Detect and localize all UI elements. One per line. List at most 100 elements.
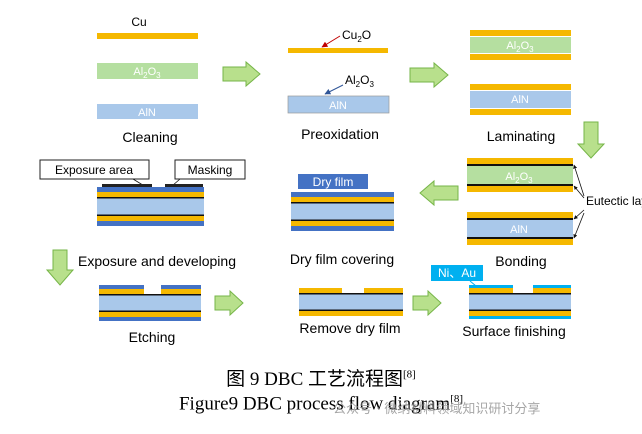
copper-pad: [161, 289, 201, 294]
al2o3-annot: Al2O3: [345, 73, 374, 89]
eutectic-layer-label: Eutectic layer: [586, 194, 642, 208]
step-preoxidation: Cu2O Al2O3 AlN Preoxidation: [287, 28, 390, 142]
al2o3-label: Al2O3: [506, 40, 534, 54]
flow-arrow-down: [45, 249, 75, 286]
step-exposure-stack: Exposure area Masking: [39, 159, 246, 226]
eutectic-line: [469, 309, 571, 311]
eutectic-line: [467, 164, 573, 166]
aln-layer: [470, 91, 571, 108]
step-label-remove-dry-film: Remove dry film: [299, 320, 400, 336]
ni-au-label: Ni、Au: [438, 266, 476, 280]
alumina-sheet: [97, 63, 198, 79]
eutectic-pointer: [573, 209, 585, 220]
eutectic-pointer: [573, 212, 585, 239]
eutectic-line: [467, 237, 573, 239]
al2o3-label: Al2O3: [505, 171, 533, 185]
alumina-layer: [467, 166, 573, 184]
ceramic-layer: [291, 203, 394, 220]
caption-cn-text: 图 9 DBC 工艺流程图: [226, 369, 403, 390]
flow-arrow: [409, 61, 449, 89]
copper-top: [470, 30, 571, 36]
cu2o-pointer: [321, 35, 341, 48]
step-bonding: Al2O3 AlN Eutectic layer Bonding: [467, 158, 642, 269]
plating-segment: [469, 285, 513, 288]
flow-arrow-down: [576, 121, 606, 159]
step-label-bonding: Bonding: [495, 253, 546, 269]
ceramic-layer: [469, 294, 571, 310]
eutectic-line: [467, 218, 573, 220]
step-label-preoxidation: Preoxidation: [301, 126, 379, 142]
copper-bottom: [469, 311, 571, 316]
plating-segment: [533, 285, 571, 288]
al2o3-pointer: [324, 84, 344, 95]
step-label-cleaning: Cleaning: [122, 129, 177, 145]
flow-arrow: [222, 60, 261, 88]
caption-en-text: Figure9 DBC process flow diagram: [178, 393, 451, 415]
mask-segment: [102, 184, 152, 187]
step-dry-film-covering: Dry film Dry film covering: [290, 174, 394, 267]
step-label-exposure-developing: Exposure and developing: [78, 253, 236, 269]
dry-film-top: [97, 187, 204, 192]
eutectic-line: [99, 310, 201, 312]
masking-box: [174, 159, 246, 180]
copper-bottom: [291, 221, 394, 226]
copper-top: [97, 192, 204, 197]
dry-film-segment: [161, 285, 201, 289]
watermark: 公众号 · 微纳材料领域知识研讨分享: [333, 402, 541, 417]
dry-film-bottom: [97, 221, 204, 226]
copper-pad: [364, 288, 403, 293]
copper-bottom: [467, 239, 573, 245]
aln-label: AlN: [511, 94, 529, 106]
copper-bottom: [97, 216, 204, 221]
dry-film-bottom: [291, 226, 394, 231]
exposure-area-label: Exposure area: [55, 163, 133, 177]
step-label-dry-film-covering: Dry film covering: [290, 251, 394, 267]
step-label-surface-finishing: Surface finishing: [462, 323, 566, 339]
exposure-area-box: [39, 159, 150, 180]
eutectic-line: [299, 309, 403, 311]
step-laminating: Al2O3 AlN Laminating: [470, 30, 571, 144]
eutectic-line: [467, 184, 573, 186]
alumina-layer: [470, 37, 571, 53]
step-etching: Etching: [99, 285, 201, 345]
copper-top: [470, 84, 571, 90]
step-cleaning: Cu Al2O3 AlN Cleaning: [97, 15, 198, 145]
copper-pad: [299, 288, 342, 293]
copper-pad: [533, 288, 571, 293]
cu-label: Cu: [131, 15, 146, 29]
eutectic-line: [99, 294, 201, 296]
copper-bottom: [99, 312, 201, 317]
copper-bottom: [467, 186, 573, 192]
copper-bottom: [470, 54, 571, 60]
dry-film-segment: [99, 285, 144, 289]
flow-arrow-left: [419, 179, 459, 207]
aln-label: AlN: [510, 224, 528, 236]
flow-arrow: [214, 289, 244, 317]
dry-film-top: [291, 192, 394, 197]
copper-top: [467, 158, 573, 164]
ceramic-layer: [99, 295, 201, 311]
copper-pad: [99, 289, 144, 294]
oxidized-aln: [287, 95, 390, 114]
aln-label: AlN: [138, 107, 156, 119]
copper-bottom: [299, 311, 403, 316]
eutectic-line: [291, 219, 394, 221]
step-remove-dry-film: Remove dry film: [299, 288, 403, 336]
al2o3-label: Al2O3: [133, 66, 161, 80]
aln-sheet: [97, 104, 198, 119]
eutectic-pointer: [573, 185, 585, 199]
caption-english: Figure9 DBC process flow diagram[8]: [0, 393, 642, 415]
dry-film-bottom: [99, 317, 201, 321]
caption-ref: [8]: [403, 368, 416, 381]
eutectic-line: [97, 197, 204, 199]
plating-bottom: [469, 316, 571, 319]
ceramic-layer: [97, 198, 204, 215]
eutectic-pointer: [573, 164, 585, 197]
step-surface-finishing: Ni、Au Surface finishing: [431, 265, 571, 339]
cu2o-label: Cu2O: [342, 28, 371, 44]
copper-pad: [469, 288, 513, 293]
copper-bottom: [470, 109, 571, 115]
copper-top: [467, 212, 573, 218]
oxidized-copper: [288, 48, 388, 53]
